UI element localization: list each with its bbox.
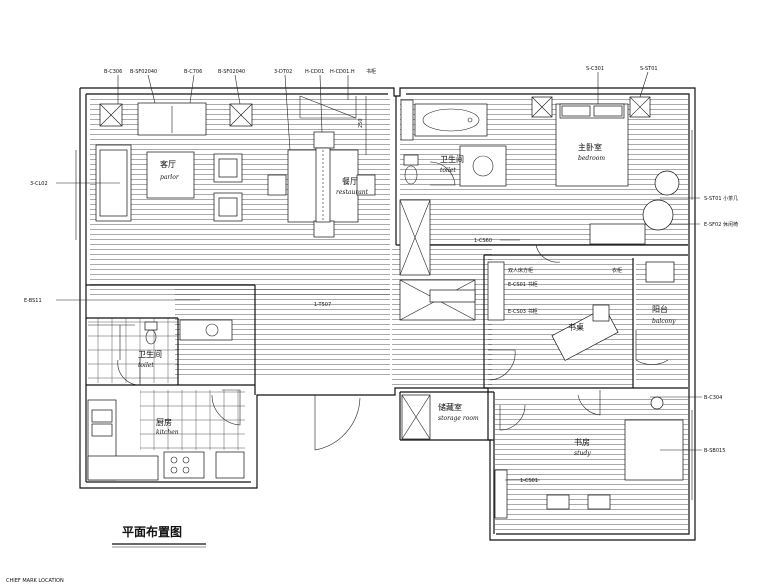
callout-label: B-C304 (704, 395, 722, 401)
room-en-kitchen: kitchen (156, 429, 179, 436)
room-en-balcony: balcony (652, 318, 676, 325)
dining-chair-icon (313, 131, 335, 149)
callout-label: B-C706 (184, 69, 202, 75)
callout-label: 双人床方柜 (508, 267, 533, 274)
study-chair-icon (546, 494, 570, 510)
drawing-footer: CHIEF MARK LOCATION (6, 578, 64, 584)
room-en-parlor: parlor (160, 174, 180, 181)
room-en-bedroom: bedroom (578, 155, 605, 162)
callout-label: 书柜 (366, 68, 376, 75)
chair-icon (592, 304, 610, 322)
drawing-title: 平面布置图 (122, 524, 182, 539)
room-name-parlor: 客厅 (160, 159, 176, 169)
callout-label: 1-CS01 (520, 478, 538, 484)
dining-chair-icon (356, 174, 376, 196)
callout-label: B-SB015 (704, 448, 725, 454)
room-name-balcony: 阳台 (652, 304, 668, 314)
callout-label: S-ST01 小茶几 (704, 195, 738, 202)
room-en-storage: storage room (438, 415, 479, 422)
callout-label: E-SF02 休闲椅 (704, 221, 738, 228)
room-name-study: 书房 (574, 437, 590, 447)
coffee-table-icon (146, 151, 195, 199)
callout-label: 1-T507 (314, 302, 331, 308)
bathtub-icon (414, 103, 488, 137)
callout-label: H-CD01.H (330, 69, 355, 75)
title-block: 平面布置图 CHIEF MARK LOCATION (6, 524, 206, 584)
fridge-icon (215, 451, 245, 479)
walls (75, 87, 696, 541)
sink-counter-icon (459, 145, 507, 187)
callout-label: 3-CL02 (30, 181, 48, 187)
room-name-toilet-main: 卫生间 (440, 154, 464, 164)
toilet-icon (144, 321, 158, 331)
room-name-toilet-small: 卫生间 (138, 349, 162, 359)
dining-furniture (267, 95, 376, 238)
callout-leaders (56, 71, 702, 481)
room-en-restaurant: restaurant (336, 189, 369, 196)
callout-label: B-C306 (104, 69, 122, 75)
callout-label: E-BS11 (24, 298, 42, 304)
toilet-icon (403, 154, 419, 166)
study-chair-icon (587, 494, 611, 510)
dimension-label: 250 (358, 118, 364, 128)
room-name-study-desk: 书桌 (568, 322, 584, 332)
wardrobe-icon (589, 223, 646, 245)
center-bench-icon (315, 147, 331, 223)
room-en-toilet-small: toilet (138, 362, 154, 369)
room-en-toilet-main: toilet (440, 167, 456, 174)
room-en-study: study (574, 450, 591, 457)
callout-label: E-CS03 书柜 (508, 308, 538, 315)
room-name-kitchen: 厨房 (156, 417, 172, 427)
callout-label: S-C301 (586, 66, 604, 72)
doors (117, 161, 669, 451)
room-labels: 客厅 parlor 餐厅 restaurant 卫生间 toilet 主卧室 b… (138, 142, 676, 457)
washer-icon (645, 261, 675, 283)
floor-hatching (88, 95, 688, 533)
room-name-restaurant: 餐厅 (342, 177, 358, 186)
room-name-bedroom: 主卧室 (578, 142, 602, 152)
lounge-chair-icon (642, 199, 674, 231)
small-bathroom-fixtures (88, 319, 233, 360)
callout-label: B-SF02040 (218, 69, 245, 75)
callout-label: E-CS01 书柜 (508, 281, 538, 288)
callout-label: 1-CS60 (474, 238, 492, 244)
bedroom-furniture (531, 96, 680, 245)
callout-label: 3-DT02 (274, 69, 292, 75)
kitchen-fixtures (87, 399, 245, 481)
sink-icon (91, 423, 113, 437)
room-name-storage: 储藏室 (438, 402, 462, 412)
callout-label: B-SF02040 (130, 69, 157, 75)
sink-icon (91, 409, 113, 423)
dining-chair-icon (267, 174, 287, 196)
stove-icon (163, 451, 205, 479)
lamp-icon (650, 396, 664, 410)
callout-label: 衣柜 (612, 267, 622, 274)
tea-table-icon (654, 170, 680, 196)
callout-labels: B-C306 B-SF02040 B-C706 B-SF02040 3-DT02… (24, 66, 738, 484)
main-bathroom-fixtures (400, 99, 507, 187)
dining-chair-icon (313, 220, 335, 238)
callout-label: S-ST01 (640, 66, 658, 72)
callout-label: H-CD01 (305, 69, 324, 75)
